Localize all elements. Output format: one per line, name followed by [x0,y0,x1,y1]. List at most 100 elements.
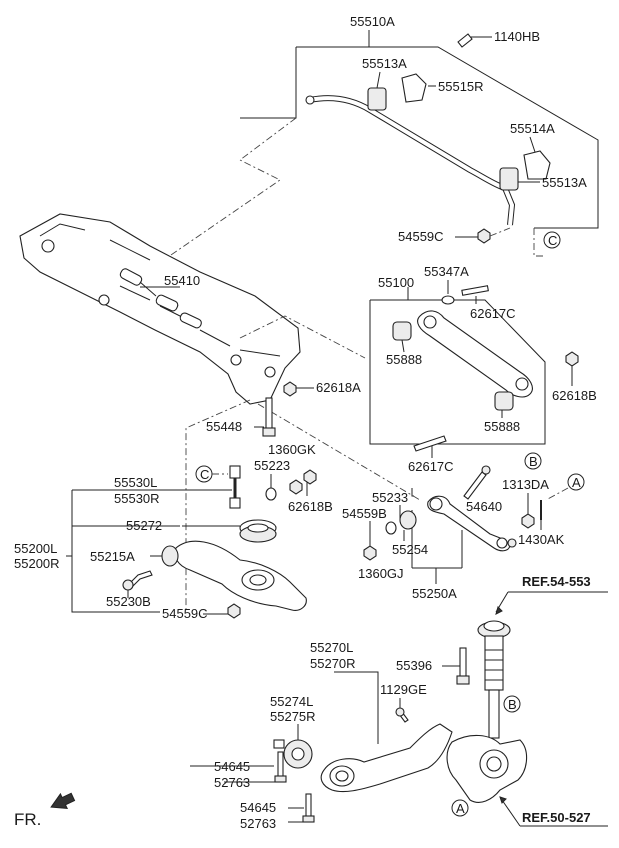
stabilizer-bar-end [305,95,315,105]
label-55275R: 55275R [270,709,316,724]
callout-B-right [524,452,542,470]
label-55233: 55233 [372,490,408,505]
label-62618A: 62618A [316,380,361,395]
nut-54559C-bottom [227,603,241,619]
callout-C-mid-text: C [200,467,209,482]
label-62618B-mid: 62618B [288,499,333,514]
label-55888-top: 55888 [386,352,422,367]
label-55270L: 55270L [310,640,353,655]
nut-1313DA [521,513,535,529]
label-54559C-top: 54559C [398,229,444,244]
bolt-54645-a [277,751,284,779]
bushing-55254 [399,510,417,530]
stabilizer-group-frame [296,46,599,229]
upper-arm-55100 [417,310,533,398]
label-55230B: 55230B [106,594,151,609]
nut-62618A [283,381,297,397]
bushing-55215A [161,545,179,567]
label-55515R: 55515R [438,79,484,94]
label-55530L: 55530L [114,475,157,490]
label-fr: FR. [14,810,41,829]
bolt-62617C-bottom [413,435,447,452]
callout-C-top [543,231,561,249]
label-55254: 55254 [392,542,428,557]
arm-55270-frame [334,671,379,744]
label-62617C-top: 62617C [470,306,516,321]
nut-54559B [363,545,377,561]
label-55510A: 55510A [350,14,395,29]
callout-B-bottom-text: B [508,697,517,712]
washer-55233 [385,521,397,535]
bolt-54645-b [305,793,312,819]
bracket-55515R [401,73,427,103]
bushing-55888-top [392,321,412,341]
bolt-55396 [459,647,467,679]
callout-B-right-text: B [529,454,538,469]
front-arrow-icon [50,792,76,809]
shock-absorber [484,635,504,691]
stabilizer-group-frame-left [240,47,297,119]
label-55396: 55396 [396,658,432,673]
arm-55200-frame [71,490,160,613]
label-54640: 54640 [466,499,502,514]
stabilizer-link-55530 [229,465,241,479]
bolt-54640 [463,471,487,500]
label-1360GJ: 1360GJ [358,566,404,581]
bushing-55223 [265,487,277,501]
label-55272: 55272 [126,518,162,533]
label-55513A-right: 55513A [542,175,587,190]
label-ref-54-553: REF.54-553 [522,574,591,589]
label-55888-bottom: 55888 [484,419,520,434]
label-1360GK: 1360GK [268,442,316,457]
lower-arm-55200 [174,540,307,611]
label-55448: 55448 [206,419,242,434]
label-ref-50-527: REF.50-527 [522,810,591,825]
callout-A-bottom [451,799,469,817]
bushing-55513A-right [499,167,519,191]
label-55223: 55223 [254,458,290,473]
label-55514A: 55514A [510,121,555,136]
label-1129GE: 1129GE [380,682,427,697]
nut-54559C-top [477,228,491,244]
arm-55100-frame [369,299,546,445]
label-62617C-bottom: 62617C [408,459,454,474]
label-55100: 55100 [378,275,414,290]
bushing-55513A-top [367,87,387,111]
label-55215A: 55215A [90,549,135,564]
bolt-1140HB [457,33,473,48]
label-1430AK: 1430AK [518,532,565,547]
washer-55347A [441,295,455,305]
label-54645-b: 54645 [240,800,276,815]
nut-62618B-right [565,351,579,367]
label-55530R: 55530R [114,491,160,506]
nut-62618B-mid [289,479,303,495]
label-55250A: 55250A [412,586,457,601]
callout-A-right-text: A [572,475,581,490]
label-1140HB: 1140HB [494,29,540,44]
bolt-62617C-top [461,285,489,296]
label-54559B: 54559B [342,506,387,521]
callout-A-right [567,473,585,491]
bracket-55514A [523,150,551,180]
label-55270R: 55270R [310,656,356,671]
label-55200R: 55200R [14,556,60,571]
label-55513A-top: 55513A [362,56,407,71]
bolt-55448 [265,397,273,433]
label-62618B-right: 62618B [552,388,597,403]
bushing-55888-bottom [494,391,514,411]
label-55200L: 55200L [14,541,57,556]
crossmember-55410 [19,213,301,405]
callout-letters: C C B B A A [200,233,581,816]
callout-C-top-text: C [548,233,557,248]
label-55274L: 55274L [270,694,313,709]
callout-B-bottom [503,695,521,713]
stabilizer-bar [309,95,516,226]
label-55347A: 55347A [424,264,469,279]
label-1313DA: 1313DA [502,477,549,492]
label-52763-b: 52763 [240,816,276,831]
label-54559C-bottom: 54559C [162,606,208,621]
callout-A-bottom-text: A [456,801,465,816]
label-55410: 55410 [164,273,200,288]
